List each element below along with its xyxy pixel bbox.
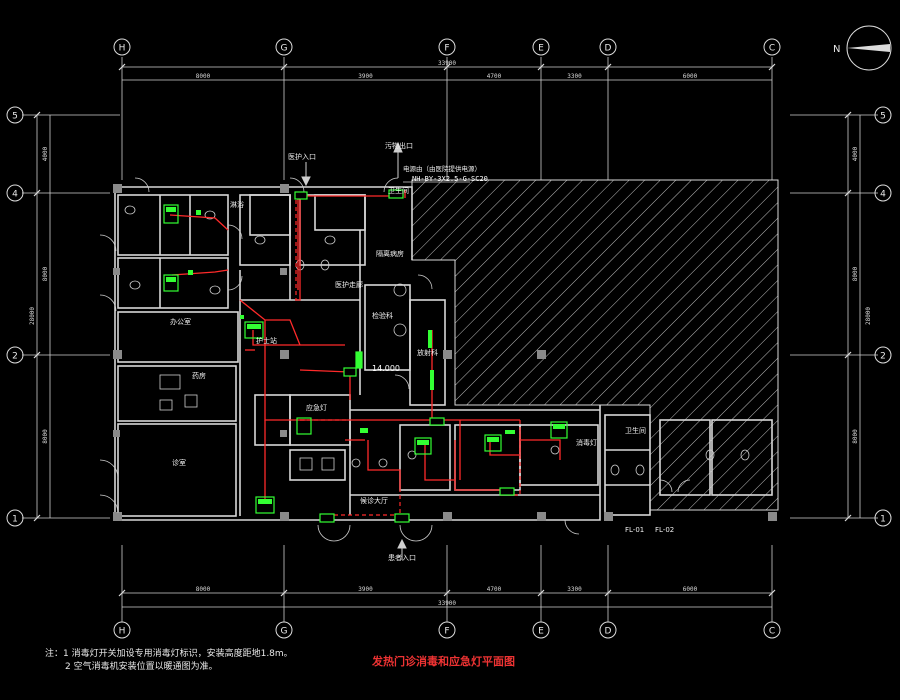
dim-left-1: 8000 (42, 266, 49, 281)
axis-bubble-right-4: 4 (874, 184, 892, 202)
axis-bubble-top-G: G (275, 38, 293, 56)
axis-bubble-left-2: 2 (6, 346, 24, 364)
dim-top-0: 8000 (196, 73, 211, 80)
device-symbols (163, 189, 568, 523)
axis-bubble-bottom-E: E (532, 621, 550, 639)
svg-text:F: F (444, 627, 449, 637)
svg-text:C: C (769, 627, 775, 637)
axis-bubble-left-4: 4 (6, 184, 24, 202)
label-nurse: 护士站 (256, 336, 277, 345)
door-swings (99, 177, 691, 542)
note-line-2: 2 空气消毒机安装位置以暖通图为准。 (65, 662, 218, 672)
label-pharmacy: 药房 (192, 371, 206, 380)
svg-text:2: 2 (880, 352, 886, 362)
label-office: 办公室 (170, 317, 191, 326)
svg-text:E: E (538, 627, 544, 637)
label-shower: 淋浴 (230, 200, 244, 209)
axis-bubble-right-1: 1 (874, 509, 892, 527)
axis-bubble-left-1: 1 (6, 509, 24, 527)
axis-bubble-top-C: C (763, 38, 781, 56)
axis-bubble-right-5: 5 (874, 106, 892, 124)
dim-top-4: 6000 (683, 73, 698, 80)
axis-bubbles: H H G G F F E E D D C C 5 5 4 4 2 2 1 1 (6, 38, 892, 639)
svg-text:D: D (605, 627, 612, 637)
svg-text:E: E (538, 44, 544, 54)
dim-bottom-1: 3900 (358, 586, 373, 593)
dim-top-1: 3900 (358, 73, 373, 80)
north-label: N (833, 44, 840, 55)
room-labels: 污物出口 医护入口 患者入口 办公室 诊室 候诊大厅 医护走廊 隔离病房 卫生间… (170, 141, 674, 562)
label-toilet-top: 卫生间 (388, 186, 409, 195)
axis-bubble-top-H: H (113, 38, 131, 56)
label-level: 14.000 (372, 364, 400, 373)
dim-left-0: 4000 (42, 146, 49, 161)
cable-spec-annotation: 电源由（由医院提供电源） NH-BY-3X2.5-G-SC20 (403, 164, 488, 183)
dim-top-3: 3300 (567, 73, 582, 80)
axis-bubble-bottom-C: C (763, 621, 781, 639)
dim-left-2: 8000 (42, 429, 49, 444)
label-patient-exit: 污物出口 (385, 141, 413, 150)
svg-text:H: H (119, 627, 126, 637)
label-treatment: 诊室 (172, 458, 186, 467)
structural-columns (113, 184, 777, 521)
svg-text:H: H (119, 44, 126, 54)
device-tag-2: FL-02 (655, 526, 674, 534)
axis-grid (22, 57, 878, 622)
dimension-texts: 8000 3900 4700 3300 6000 33900 8000 3900 4700 330… (29, 60, 872, 607)
entrance-arrows (301, 141, 407, 560)
label-toilet-right: 卫生间 (625, 426, 646, 435)
dim-top-2: 4700 (487, 73, 502, 80)
north-arrow-icon: N (833, 25, 892, 71)
label-disinfect-lamp: 消毒灯 (576, 438, 597, 447)
label-lobby: 候诊大厅 (360, 496, 388, 505)
label-staff-entrance: 医护入口 (288, 152, 316, 161)
label-emergency-light: 应急灯 (306, 403, 327, 412)
svg-text:1: 1 (880, 515, 886, 525)
dim-bottom-3: 3300 (567, 586, 582, 593)
svg-text:1: 1 (12, 515, 18, 525)
cable-spec: NH-BY-3X2.5-G-SC20 (412, 175, 488, 183)
axis-bubble-right-2: 2 (874, 346, 892, 364)
axis-bubble-top-F: F (438, 38, 456, 56)
dim-bottom-total: 33900 (438, 600, 456, 607)
axis-bubble-bottom-G: G (275, 621, 293, 639)
dim-left-total: 28000 (29, 307, 36, 325)
dim-right-2: 8000 (852, 429, 859, 444)
axis-bubble-left-5: 5 (6, 106, 24, 124)
axis-bubble-top-E: E (532, 38, 550, 56)
svg-text:4: 4 (880, 190, 886, 200)
wiring-dashed (295, 200, 521, 520)
svg-text:G: G (281, 44, 288, 54)
axis-bubble-bottom-D: D (599, 621, 617, 639)
dim-top-total: 33900 (438, 60, 456, 67)
device-tag-1: FL-01 (625, 526, 644, 534)
svg-text:F: F (444, 44, 449, 54)
label-lab: 检验科 (372, 311, 393, 320)
hatched-area (411, 179, 779, 511)
dim-bottom-0: 8000 (196, 586, 211, 593)
axis-bubble-top-D: D (599, 38, 617, 56)
svg-text:2: 2 (12, 352, 18, 362)
svg-text:5: 5 (12, 112, 18, 122)
svg-text:G: G (281, 627, 288, 637)
label-patient-entrance: 患者入口 (388, 553, 416, 562)
dim-right-1: 8000 (852, 266, 859, 281)
axis-bubble-bottom-H: H (113, 621, 131, 639)
drawing-title: 发热门诊消毒和应急灯平面图 (372, 655, 515, 668)
svg-text:5: 5 (880, 112, 886, 122)
dim-bottom-2: 4700 (487, 586, 502, 593)
axis-bubble-bottom-F: F (438, 621, 456, 639)
dim-right-total: 28000 (865, 307, 872, 325)
dim-right-0: 4000 (852, 146, 859, 161)
note-line-1: 注：1 消毒灯开关加设专用消毒灯标识，安装高度距地1.8m。 (45, 649, 293, 659)
dim-bottom-4: 6000 (683, 586, 698, 593)
svg-text:C: C (769, 44, 775, 54)
cable-spec-label: 电源由（由医院提供电源） (403, 164, 481, 173)
svg-text:4: 4 (12, 190, 18, 200)
svg-text:D: D (605, 44, 612, 54)
label-isolation: 隔离病房 (376, 249, 404, 258)
label-corridor: 医护走廊 (335, 280, 363, 289)
label-xray: 放射科 (417, 348, 438, 357)
